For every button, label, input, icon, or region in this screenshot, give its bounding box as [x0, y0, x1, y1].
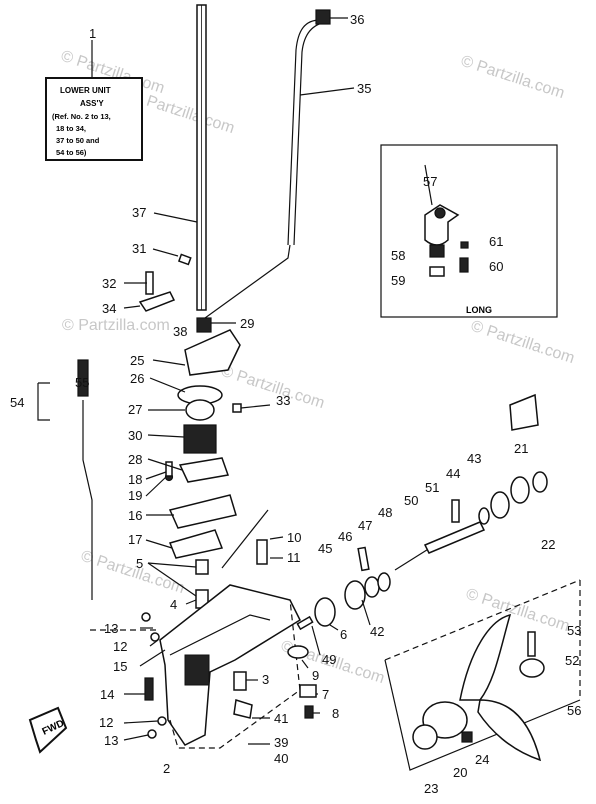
legend-line: 54 to 56) — [56, 148, 87, 157]
forward-arrow-icon: FWD — [28, 706, 68, 754]
callout-28: 28 — [128, 452, 142, 467]
callout-5: 5 — [136, 556, 143, 571]
callout-38: 38 — [173, 324, 187, 339]
watermark: © Partzilla.com — [464, 586, 572, 635]
callout-22: 22 — [541, 537, 555, 552]
callout-13a: 13 — [104, 621, 118, 636]
callout-53: 53 — [567, 623, 581, 638]
callout-52: 52 — [565, 653, 579, 668]
drive-shaft — [196, 4, 207, 311]
legend-line: ASS'Y — [80, 99, 104, 108]
lower-unit-legend-box: 1 LOWER UNIT ASS'Y (Ref. No. 2 to 13, 18… — [45, 26, 143, 161]
callout-18: 18 — [128, 472, 142, 487]
callout-46: 46 — [338, 529, 352, 544]
callout-45: 45 — [318, 541, 332, 556]
long-version-inset: LONG — [380, 144, 558, 318]
lower-casing — [90, 539, 317, 749]
callouts: 36 35 37 31 32 34 38 29 25 26 33 27 30 2… — [10, 12, 581, 796]
callout-59: 59 — [391, 273, 405, 288]
callout-54: 54 — [10, 395, 24, 410]
callout-20: 20 — [453, 765, 467, 780]
callout-39: 39 — [274, 735, 288, 750]
leader-lines — [123, 17, 433, 745]
callout-12a: 12 — [113, 639, 127, 654]
callout-15: 15 — [113, 659, 127, 674]
callout-61: 61 — [489, 234, 503, 249]
callout-17: 17 — [128, 532, 142, 547]
inset-long-label: LONG — [466, 305, 492, 315]
callout-3: 3 — [262, 672, 269, 687]
callout-31: 31 — [132, 241, 146, 256]
callout-43: 43 — [467, 451, 481, 466]
propeller-shaft-assembly — [314, 393, 548, 627]
watermark: © Partzilla.com — [469, 318, 577, 367]
callout-8: 8 — [332, 706, 339, 721]
callout-42: 42 — [370, 624, 384, 639]
callout-60: 60 — [489, 259, 503, 274]
callout-32: 32 — [102, 276, 116, 291]
watermark: © Partzilla.com — [62, 317, 170, 334]
callout-41: 41 — [274, 711, 288, 726]
legend-line: (Ref. No. 2 to 13, — [52, 112, 111, 121]
callout-30: 30 — [128, 428, 142, 443]
callout-13b: 13 — [104, 733, 118, 748]
callout-35: 35 — [357, 81, 371, 96]
callout-23: 23 — [424, 781, 438, 796]
callout-4: 4 — [170, 597, 177, 612]
watermark: © Partzilla.com — [129, 88, 237, 137]
callout-55: 55 — [75, 375, 89, 390]
callout-11: 11 — [287, 550, 301, 565]
callout-47: 47 — [358, 518, 372, 533]
callout-19: 19 — [128, 488, 142, 503]
callout-50: 50 — [404, 493, 418, 508]
callout-6: 6 — [340, 627, 347, 642]
callout-21: 21 — [514, 441, 528, 456]
shift-rod — [204, 9, 331, 319]
callout-48: 48 — [378, 505, 392, 520]
callout-44: 44 — [446, 466, 460, 481]
legend-line: LOWER UNIT — [60, 86, 111, 95]
callout-34: 34 — [102, 301, 116, 316]
callout-16: 16 — [128, 508, 142, 523]
callout-57: 57 — [423, 174, 437, 189]
watermark: © Partzilla.com — [79, 548, 187, 597]
callout-58: 58 — [391, 248, 405, 263]
shift-rod-left — [37, 359, 93, 600]
callout-12b: 12 — [99, 715, 113, 730]
callout-7: 7 — [322, 687, 329, 702]
callout-56: 56 — [567, 703, 581, 718]
callout-51: 51 — [425, 480, 439, 495]
watermark: © Partzilla.com — [459, 53, 567, 102]
callout-33: 33 — [276, 393, 290, 408]
callout-10: 10 — [287, 530, 301, 545]
callout-14: 14 — [100, 687, 114, 702]
propeller — [384, 579, 581, 771]
legend-line: 18 to 34, — [56, 124, 86, 133]
callout-37: 37 — [132, 205, 146, 220]
callout-25: 25 — [130, 353, 144, 368]
callout-2: 2 — [163, 761, 170, 776]
callout-40: 40 — [274, 751, 288, 766]
callout-24: 24 — [475, 752, 489, 767]
callout-29: 29 — [240, 316, 254, 331]
callout-1: 1 — [89, 26, 96, 41]
water-pump-assembly — [138, 253, 271, 609]
callout-27: 27 — [128, 402, 142, 417]
legend-line: 37 to 50 and — [56, 136, 100, 145]
callout-36: 36 — [350, 12, 364, 27]
callout-9: 9 — [312, 668, 319, 683]
callout-49: 49 — [322, 652, 336, 667]
callout-26: 26 — [130, 371, 144, 386]
